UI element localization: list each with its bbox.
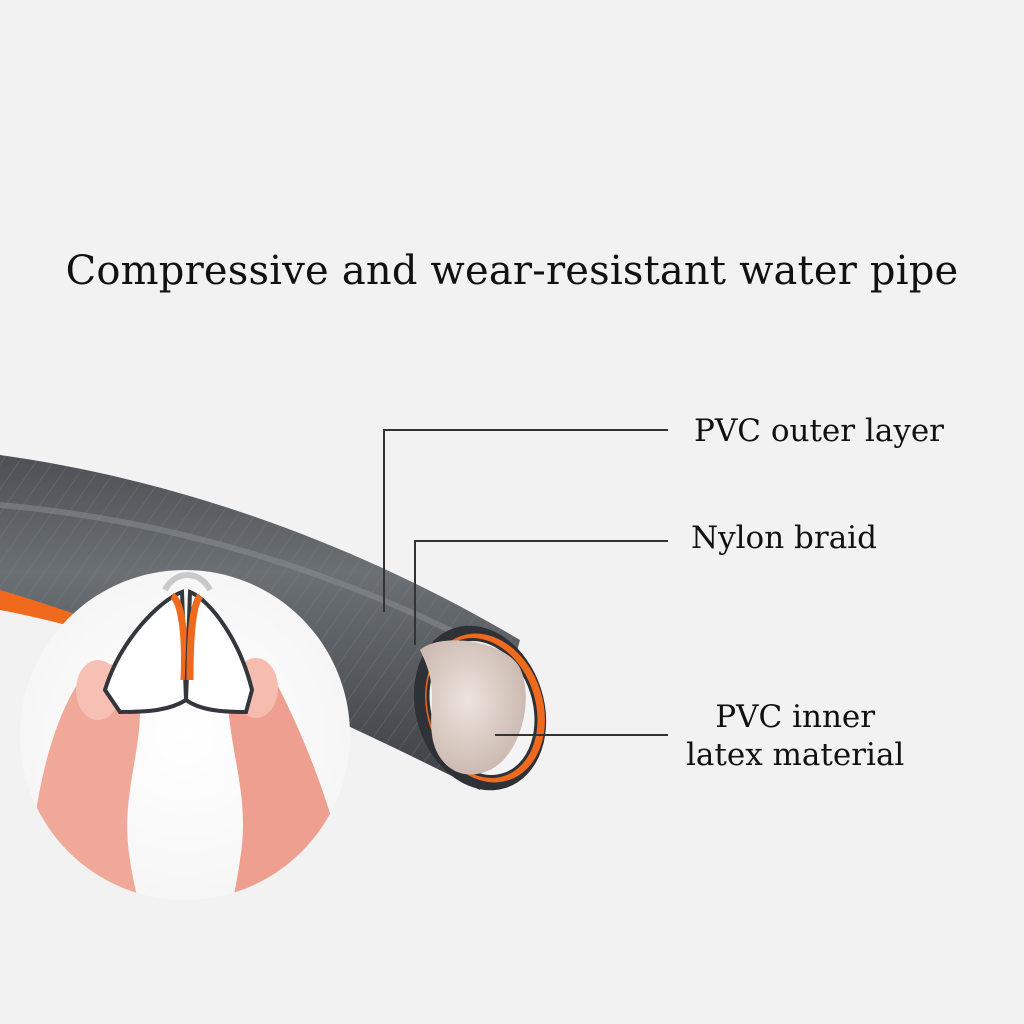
pinched-hose-left-orange <box>169 592 188 681</box>
leader-outer-layer <box>383 429 668 612</box>
left-finger <box>27 664 170 900</box>
pinched-hose-right-orange <box>186 593 203 681</box>
right-finger <box>210 664 350 900</box>
pinched-hose-braid-top <box>162 572 213 592</box>
label-nylon-braid: Nylon braid <box>691 520 877 556</box>
label-pvc-outer-layer: PVC outer layer <box>694 413 944 449</box>
label-pvc-inner-line2: latex material <box>686 737 905 773</box>
hose-inner-bore <box>420 640 526 775</box>
label-pvc-inner-line1: PVC inner <box>715 699 876 735</box>
leader-nylon-braid <box>414 540 668 645</box>
pinched-hose-left <box>102 589 189 715</box>
pinched-hose-right <box>183 589 255 715</box>
label-pvc-inner: PVC inner latex material <box>686 698 904 774</box>
page-title: Compressive and wear-resistant water pip… <box>65 248 959 294</box>
hose-highlight <box>0 502 472 643</box>
